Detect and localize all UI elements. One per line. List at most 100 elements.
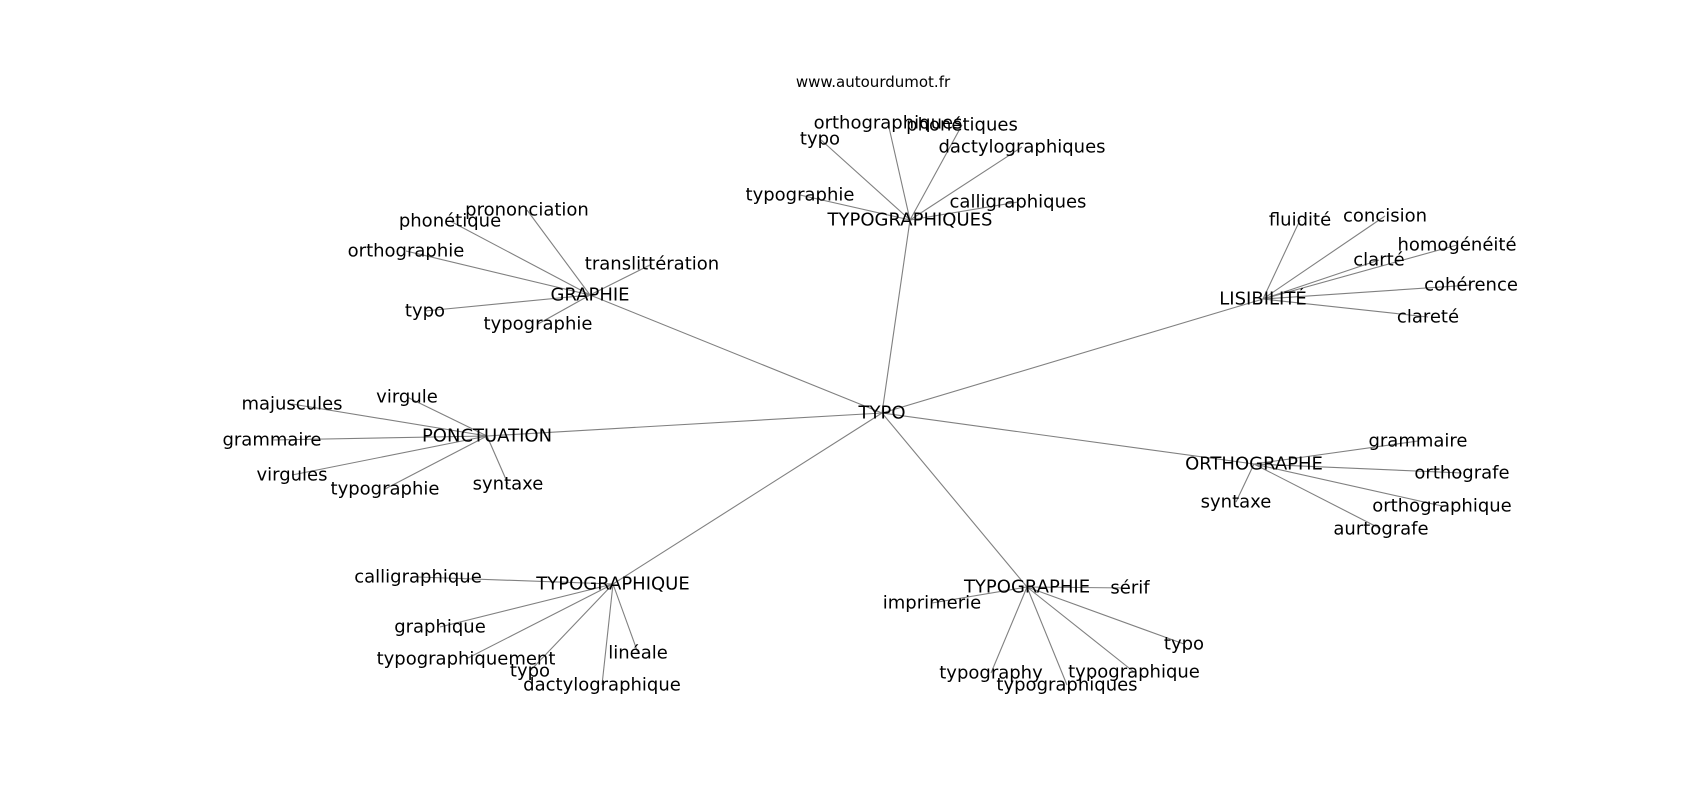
edge-typographie-imprimerie <box>931 586 1028 604</box>
edge-typographiques-phonetiques <box>909 124 963 221</box>
node-labels: TYPOTYPOGRAPHIQUESorthographiquesphonéti… <box>222 113 1517 696</box>
edge-orthographe-grammaire <box>1253 440 1419 465</box>
edge-ponctuation-typographie <box>384 435 488 490</box>
leaf-node-phonetiques: phonétiques <box>906 115 1018 136</box>
leaf-node-virgules: virgules <box>256 465 327 486</box>
leaf-node-syntaxe: syntaxe <box>473 474 544 495</box>
edge-typographie-serif <box>1026 586 1131 589</box>
edge-orthographe-syntaxe <box>1235 463 1255 503</box>
leaf-node-orthographique: orthographique <box>1372 496 1512 517</box>
leaf-node-typographie: typographie <box>484 314 593 335</box>
leaf-node-dactylographiques: dactylographiques <box>938 137 1105 158</box>
leaf-node-orthografe: orthografe <box>1414 463 1509 484</box>
leaf-node-typo: typo <box>405 301 445 322</box>
edge-typographique-calligraphique <box>417 576 614 585</box>
leaf-node-fluidite: fluidité <box>1269 210 1331 231</box>
group-node-typographie: TYPOGRAPHIE <box>963 577 1090 598</box>
edge-lisibilite-concision <box>1262 215 1386 300</box>
leaf-node-orthographie: orthographie <box>348 241 465 262</box>
leaf-node-typographiques: typographiques <box>996 675 1137 696</box>
edge-typographiques-typographie <box>799 194 911 221</box>
leaf-node-prononciation: prononciation <box>465 200 589 221</box>
leaf-node-typographiquement: typographiquement <box>377 649 556 670</box>
edge-typographique-dactylographique <box>601 583 614 686</box>
leaf-node-grammaire: grammaire <box>222 430 321 451</box>
edge-graphie-typo <box>424 294 591 312</box>
edge-graphie-translitteration <box>589 263 653 296</box>
edge-typographiques-typo <box>819 138 911 221</box>
edge-ponctuation-virgule <box>406 396 488 437</box>
leaf-node-typo: typo <box>800 129 840 150</box>
leaf-node-typography: typography <box>939 663 1043 684</box>
leaf-node-calligraphique: calligraphique <box>354 567 482 588</box>
edge-root-graphie <box>589 294 883 414</box>
source-label: www.autourdumot.fr <box>796 73 951 91</box>
leaf-node-calligraphiques: calligraphiques <box>950 192 1087 213</box>
edge-root-lisibilite <box>881 298 1264 414</box>
edge-lisibilite-fluidite <box>1262 219 1301 300</box>
leaf-node-typo: typo <box>510 661 550 682</box>
edges <box>271 122 1472 686</box>
edge-graphie-prononciation <box>526 209 591 296</box>
edge-typographique-lineale <box>612 583 639 654</box>
edge-typographiques-orthographiques <box>887 122 911 221</box>
edge-lisibilite-clarete <box>1262 298 1429 318</box>
leaf-node-grammaire: grammaire <box>1368 431 1467 452</box>
edge-typographiques-calligraphiques <box>909 201 1019 221</box>
group-node-lisibilite: LISIBILITÉ <box>1219 288 1306 310</box>
leaf-node-coherence: cohérence <box>1424 275 1518 296</box>
leaf-node-typographique: typographique <box>1068 662 1200 683</box>
edge-orthographe-orthographique <box>1253 463 1443 507</box>
edge-typographie-typographique <box>1026 586 1135 673</box>
edge-root-typographique <box>612 412 883 585</box>
leaf-node-serif: sérif <box>1110 578 1150 599</box>
leaf-node-dactylographique: dactylographique <box>523 675 681 696</box>
edge-root-orthographe <box>881 412 1255 465</box>
edge-graphie-orthographie <box>405 250 591 296</box>
leaf-node-majuscules: majuscules <box>241 394 342 415</box>
leaf-node-typographie: typographie <box>746 185 855 206</box>
group-node-typographiques: TYPOGRAPHIQUES <box>827 210 993 231</box>
leaf-node-orthographiques: orthographiques <box>814 113 963 134</box>
group-node-ponctuation: PONCTUATION <box>422 426 552 447</box>
edge-ponctuation-syntaxe <box>486 435 509 485</box>
edge-lisibilite-clarte <box>1262 259 1380 300</box>
edge-typographie-typo <box>1026 586 1185 645</box>
leaf-node-virgule: virgule <box>376 387 438 408</box>
edge-typographique-typographiquement <box>465 583 614 660</box>
leaf-node-clarte: clarté <box>1353 250 1404 271</box>
edge-lisibilite-coherence <box>1262 284 1472 300</box>
edge-root-ponctuation <box>486 412 883 437</box>
group-node-typographique: TYPOGRAPHIQUE <box>535 574 689 595</box>
leaf-node-translitteration: translittération <box>585 254 719 275</box>
edge-root-typographie <box>881 412 1028 588</box>
edge-orthographe-orthografe <box>1253 463 1463 474</box>
leaf-node-homogeneite: homogénéité <box>1397 235 1516 256</box>
edge-typographie-typography <box>990 586 1028 674</box>
edge-ponctuation-virgules <box>291 435 488 476</box>
edge-graphie-phonetique <box>449 220 591 296</box>
group-node-orthographe: ORTHOGRAPHE <box>1185 454 1323 475</box>
leaf-node-concision: concision <box>1343 206 1427 227</box>
edge-orthographe-aurtografe <box>1253 463 1382 530</box>
edge-typographie-typographiques <box>1026 586 1068 686</box>
edge-root-typographiques <box>881 219 911 414</box>
edge-ponctuation-grammaire <box>271 435 488 441</box>
leaf-node-typographie: typographie <box>331 479 440 500</box>
leaf-node-imprimerie: imprimerie <box>883 593 981 614</box>
leaf-node-typo: typo <box>1164 634 1204 655</box>
edge-graphie-typographie <box>537 294 591 325</box>
leaf-node-phonetique: phonétique <box>399 211 501 232</box>
edge-lisibilite-homogeneite <box>1262 244 1458 300</box>
edge-typographiques-dactylographiques <box>909 146 1023 221</box>
leaf-node-syntaxe: syntaxe <box>1201 492 1272 513</box>
root-node-label: TYPO <box>857 403 905 424</box>
leaf-node-clarete: clareté <box>1397 307 1459 328</box>
leaf-node-aurtografe: aurtografe <box>1333 519 1428 540</box>
edge-ponctuation-majuscules <box>291 403 488 437</box>
group-node-graphie: GRAPHIE <box>550 285 629 306</box>
leaf-node-graphique: graphique <box>394 617 486 638</box>
edge-typographique-typo <box>529 583 614 672</box>
edge-typographique-graphique <box>439 583 614 628</box>
leaf-node-lineale: linéale <box>608 643 668 664</box>
